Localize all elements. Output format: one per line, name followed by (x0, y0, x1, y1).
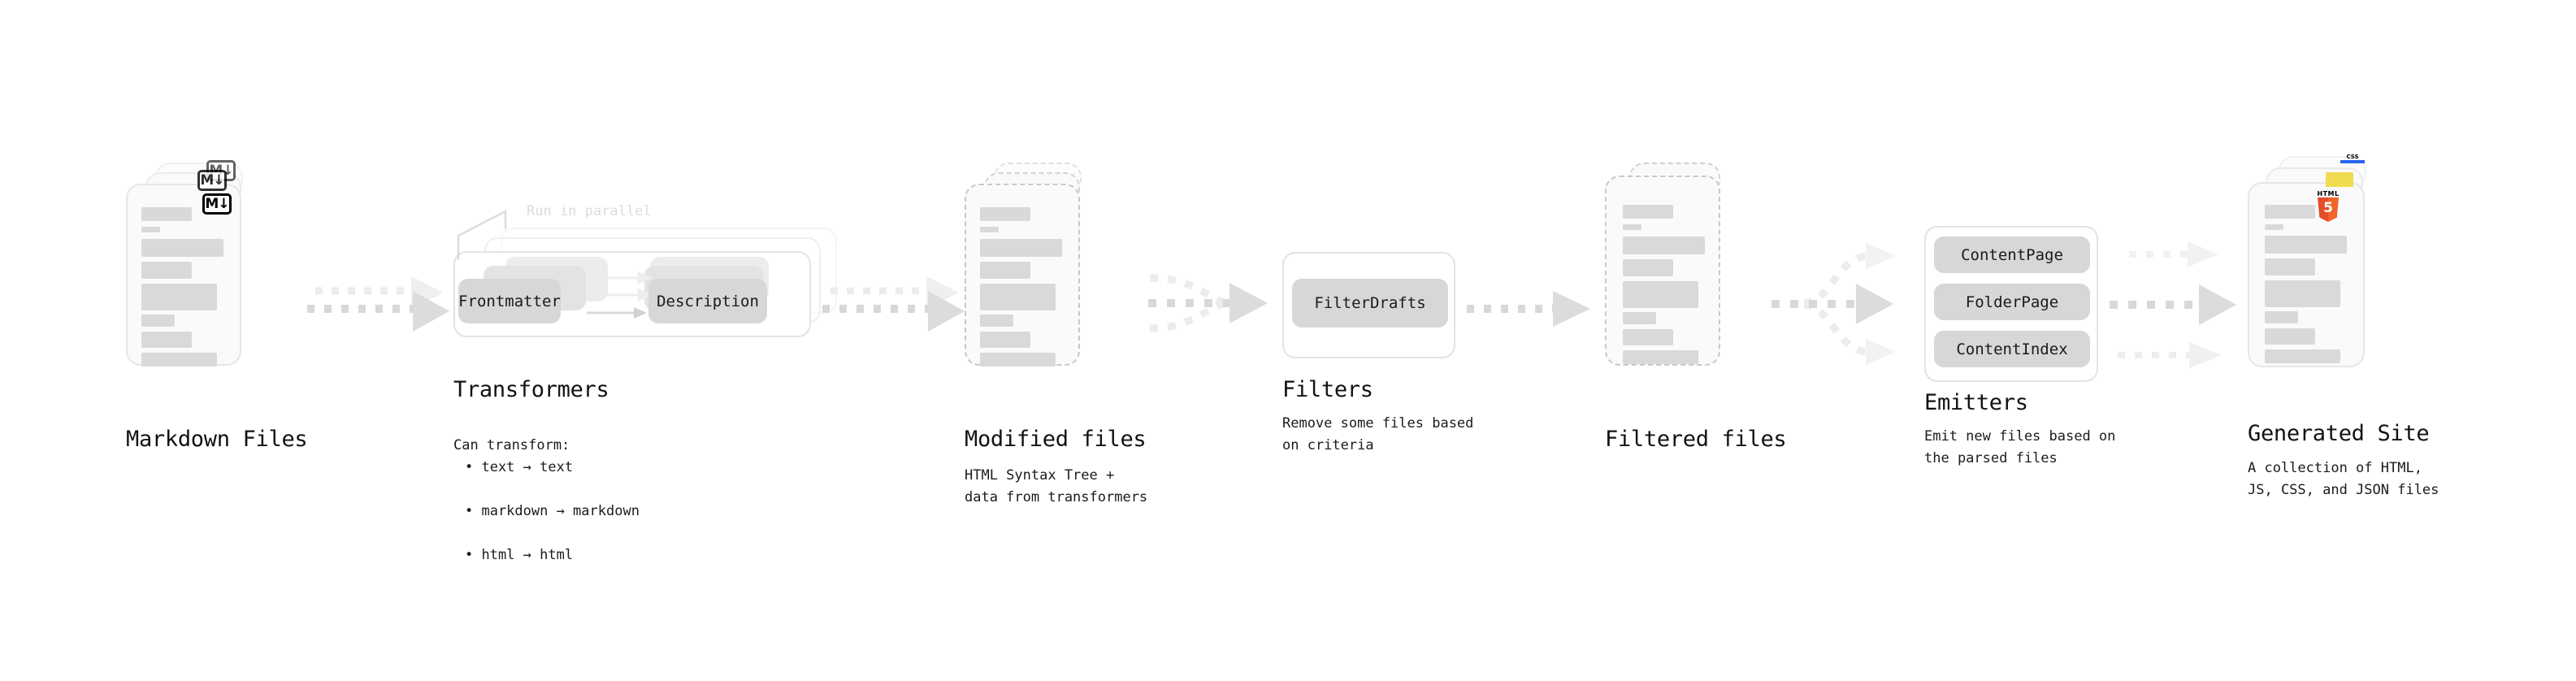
emitter-chip-label: ContentIndex (1956, 340, 2068, 358)
skeleton-bar (980, 353, 1056, 367)
transformer-chip-label: Description (657, 292, 759, 310)
skeleton-bar (1623, 205, 1673, 219)
doc-card-front (126, 184, 241, 367)
emitters-subtitle: Emit new files based on the parsed files (1924, 428, 2116, 466)
skeleton-bar (980, 262, 1030, 279)
skeleton-bar (141, 353, 217, 367)
skeleton-bar (141, 332, 192, 348)
skeleton-bar (1623, 350, 1698, 364)
skeleton-bar (1623, 329, 1673, 345)
skeleton-bar (980, 314, 1013, 327)
skeleton-bar (141, 262, 192, 279)
skeleton-bar (980, 284, 1056, 310)
emitter-chip-contentindex[interactable]: ContentIndex (1934, 331, 2090, 367)
modified-files-title: Modified files (965, 427, 1147, 452)
filter-chip-filterdrafts[interactable]: FilterDrafts (1292, 279, 1448, 327)
arrow-filters-to-filtered (1467, 291, 1590, 327)
transformers-title: Transformers (453, 377, 609, 402)
transformer-chip-label: Frontmatter (458, 292, 561, 310)
arrow-modified-to-filters (1148, 274, 1268, 332)
transformers-bullet: • html → html (465, 547, 574, 563)
skeleton-bar (980, 207, 1030, 221)
filters-subtitle: Remove some files based on criteria (1282, 415, 1474, 453)
skeleton-bar (980, 332, 1030, 348)
generated-site-subtitle: A collection of HTML, JS, CSS, and JSON … (2248, 460, 2439, 498)
filter-chip-label: FilterDrafts (1314, 294, 1426, 312)
emitter-chip-folderpage[interactable]: FolderPage (1934, 284, 2090, 320)
css3-icon-bar (2340, 160, 2365, 163)
skeleton-bar (2265, 328, 2315, 345)
skeleton-bar (980, 227, 999, 232)
skeleton-bar (141, 314, 175, 327)
transformer-chip-frontmatter[interactable]: Frontmatter (458, 279, 561, 323)
generated-site-title: Generated Site (2248, 421, 2430, 446)
skeleton-bar (2265, 224, 2283, 230)
skeleton-bar (2265, 258, 2315, 275)
markdown-icon-back-1: M↓ (197, 170, 227, 191)
skeleton-bar (1623, 224, 1641, 230)
arrow-transformers-to-modified (822, 276, 965, 332)
transformers-bullet: • markdown → markdown (465, 503, 640, 519)
javascript-icon (2326, 172, 2353, 187)
arrow-markdown-to-transformers (307, 276, 449, 332)
html5-icon: HTML 5 (2314, 190, 2342, 224)
skeleton-bar (141, 227, 160, 232)
css3-icon: CSS (2340, 154, 2365, 165)
skeleton-bar (141, 207, 192, 221)
html5-icon-shield: 5 (2318, 197, 2339, 222)
emitter-chip-label: ContentPage (1961, 245, 2063, 264)
modified-files-subtitle: HTML Syntax Tree + data from transformer… (965, 467, 1148, 505)
html5-icon-label: HTML (2317, 190, 2340, 197)
transformers-subtitle: Can transform: • text → text • markdown … (453, 413, 640, 588)
transformers-bullet: • text → text (465, 459, 574, 475)
arrow-emitters-to-site (2110, 241, 2236, 368)
doc-card-front (1605, 176, 1720, 366)
skeleton-bar (980, 239, 1062, 257)
run-in-parallel-bracket (457, 209, 507, 260)
skeleton-bar (2265, 205, 2315, 219)
filters-title: Filters (1282, 377, 1373, 402)
skeleton-bar (1623, 259, 1673, 276)
doc-card-front (2248, 182, 2365, 367)
arrow-filtered-to-emitters (1772, 243, 1895, 365)
transformer-chip-description[interactable]: Description (648, 279, 767, 323)
markdown-files-title: Markdown Files (126, 427, 308, 452)
skeleton-bar (1623, 312, 1656, 324)
markdown-icon-label: M↓ (205, 195, 229, 212)
skeleton-bar (2265, 311, 2298, 323)
markdown-icon: M↓ (202, 193, 232, 215)
transformers-subtitle-lead: Can transform: (453, 437, 570, 453)
filtered-files-title: Filtered files (1605, 427, 1787, 452)
doc-card-front (965, 184, 1080, 367)
skeleton-bar (2265, 280, 2340, 307)
skeleton-bar (141, 284, 217, 310)
emitters-title: Emitters (1924, 390, 2028, 415)
html5-icon-digit: 5 (2323, 199, 2333, 216)
skeleton-bar (141, 239, 223, 257)
css3-icon-label: CSS (2346, 154, 2359, 160)
markdown-icon-label: M↓ (200, 171, 224, 189)
emitter-chip-label: FolderPage (1965, 293, 2059, 311)
emitter-chip-contentpage[interactable]: ContentPage (1934, 236, 2090, 273)
skeleton-bar (2265, 349, 2340, 363)
skeleton-bar (2265, 236, 2347, 254)
run-in-parallel-label: Run in parallel (527, 203, 652, 219)
transformer-inner-arrows (587, 271, 653, 319)
skeleton-bar (1623, 281, 1698, 308)
skeleton-bar (1623, 236, 1705, 254)
